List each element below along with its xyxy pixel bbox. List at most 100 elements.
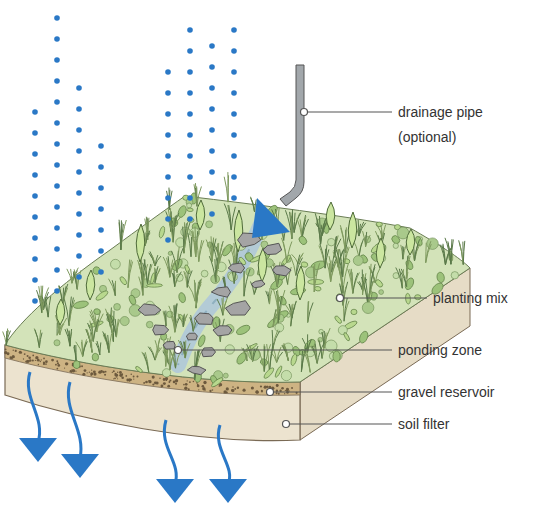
grass-blade <box>402 246 403 259</box>
grass-blade <box>266 291 270 304</box>
grass-blade <box>86 329 92 352</box>
grass-blade <box>359 238 364 256</box>
grass-blade <box>224 204 231 230</box>
grass-blade <box>319 246 325 269</box>
grass-blade <box>343 250 345 277</box>
grass-blade <box>250 345 253 361</box>
raindrop <box>32 256 38 262</box>
grass-blade <box>113 311 115 342</box>
raindrop <box>165 195 171 201</box>
grass-blade <box>291 301 297 326</box>
grass-blade <box>343 247 348 277</box>
grass-blade <box>155 266 158 282</box>
raindrop <box>165 132 171 138</box>
grass-blade <box>321 218 326 244</box>
grass-blade <box>103 331 109 352</box>
grass-blade <box>396 268 403 289</box>
gravel-dot <box>27 355 29 357</box>
grass-blade <box>128 260 131 288</box>
grass-blade <box>183 314 184 327</box>
shrub-patch <box>187 203 192 208</box>
gravel-dot <box>163 382 166 385</box>
shrub-patch <box>201 270 208 277</box>
leaf <box>351 309 357 315</box>
grass-blade <box>291 257 296 275</box>
raindrop <box>187 132 193 138</box>
leaf <box>73 300 89 310</box>
grass-blade <box>251 198 255 212</box>
gravel-dot <box>128 378 131 381</box>
leaf <box>128 294 137 305</box>
raindrop <box>32 277 38 283</box>
gravel-dot <box>160 385 163 388</box>
grass-blade <box>195 350 199 380</box>
shrub-patch <box>327 238 335 246</box>
gravel-dot <box>175 383 177 385</box>
raindrop <box>187 195 193 201</box>
infiltration-arrow-shaft <box>164 420 176 484</box>
grass-blade <box>331 260 338 281</box>
leader-line <box>270 391 392 392</box>
raindrop <box>231 90 237 96</box>
raindrop <box>165 216 171 222</box>
leaf <box>436 272 445 284</box>
grass-blade <box>217 299 223 315</box>
raindrop <box>231 174 237 180</box>
gravel-dot <box>163 379 165 381</box>
leaf <box>358 330 370 344</box>
leaf <box>119 276 128 286</box>
grass-blade <box>87 329 92 352</box>
infiltration-arrow-head <box>61 454 99 478</box>
grass-blade <box>112 280 115 295</box>
shrub-patch <box>281 370 291 380</box>
grass-blade <box>166 211 171 231</box>
leaf <box>298 235 309 246</box>
grass-blade <box>34 328 39 347</box>
grass-blade <box>401 245 403 259</box>
raindrop <box>231 132 237 138</box>
gravel-dot <box>55 364 57 366</box>
gravel-dot <box>266 386 268 388</box>
shrub-patch <box>451 272 458 279</box>
gravel-dot <box>87 372 88 373</box>
gravel-dot <box>119 371 122 374</box>
gravel-dot <box>115 374 118 377</box>
shrub-patch <box>110 259 120 269</box>
tall-leaf <box>296 266 305 300</box>
grass-blade <box>320 244 325 268</box>
raindrop <box>76 190 82 196</box>
grass-blade <box>344 298 347 321</box>
grass-blade <box>445 238 451 264</box>
gravel-dot <box>260 385 262 387</box>
grass-blade <box>177 247 179 273</box>
grass-blade <box>121 223 122 250</box>
raindrop <box>54 288 60 294</box>
grass-blade <box>426 241 431 263</box>
grass-blade <box>45 297 48 317</box>
gravel-dot <box>82 373 85 376</box>
rock <box>251 280 265 288</box>
grass-blade <box>302 220 305 238</box>
raindrop <box>54 183 60 189</box>
grass-blade <box>291 212 292 238</box>
gravel-dot <box>56 360 58 362</box>
gravel-dot <box>130 379 132 381</box>
rock <box>202 348 216 357</box>
gravel-dot <box>43 362 45 364</box>
grass-blade <box>308 301 309 322</box>
gravel-dot <box>125 375 127 377</box>
raindrop <box>187 111 193 117</box>
gravel-dot <box>256 391 259 394</box>
grass-blade <box>415 239 420 260</box>
leader-dot <box>283 421 290 428</box>
gravel-dot <box>143 382 145 384</box>
grass-blade <box>442 245 446 265</box>
gravel-dot <box>255 390 258 393</box>
gravel-dot <box>133 378 134 379</box>
gravel-dot <box>43 358 45 360</box>
grass-blade <box>145 233 147 245</box>
grass-blade <box>195 350 200 380</box>
gravel-dot <box>24 353 26 355</box>
gravel-dot <box>98 370 101 373</box>
raindrop <box>54 204 60 210</box>
